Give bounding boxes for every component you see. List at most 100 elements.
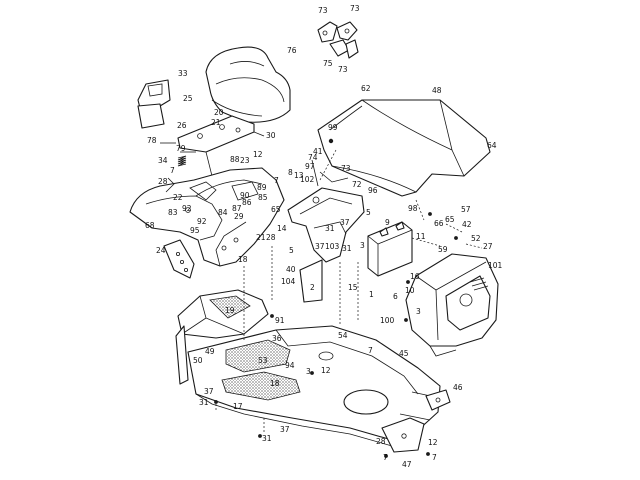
- part-callout: 40: [286, 265, 296, 274]
- fasteners: [214, 212, 458, 458]
- part-callout: 21: [256, 233, 266, 242]
- part-callout: 30: [266, 131, 276, 140]
- seat: [205, 46, 291, 123]
- part-callout: 18: [238, 255, 248, 264]
- part-callout: 15: [348, 283, 358, 292]
- part-callout: 17: [233, 402, 243, 411]
- part-callout: 103: [325, 242, 340, 251]
- part-callout: 54: [338, 331, 348, 340]
- part-callout: 9: [385, 218, 390, 227]
- spring: [177, 155, 187, 167]
- part-callout: 7: [432, 453, 437, 462]
- seat-plate: [160, 115, 265, 177]
- front-grille: [405, 253, 499, 357]
- part-callout: 11: [416, 232, 426, 241]
- part-callout: 68: [145, 221, 155, 230]
- part-callout: 20: [214, 108, 224, 117]
- part-callout: 50: [193, 356, 203, 365]
- part-callout: 87: [232, 204, 242, 213]
- part-callout: 24: [156, 246, 166, 255]
- part-callout: 31: [262, 434, 272, 443]
- part-callout: 64: [487, 141, 497, 150]
- part-callout: 1: [369, 290, 374, 299]
- part-callout: 102: [300, 175, 315, 184]
- part-callout: 21: [211, 118, 221, 127]
- part-callout: 29: [234, 212, 244, 221]
- part-callout: 7: [368, 346, 373, 355]
- part-callout: 95: [190, 226, 200, 235]
- part-callout: 2: [310, 283, 315, 292]
- part-callout: 65: [271, 205, 281, 214]
- part-callout: 12: [428, 438, 438, 447]
- part-callout: 48: [432, 86, 442, 95]
- fender-body: [129, 167, 285, 267]
- chassis-frame: [187, 325, 441, 447]
- part-callout: 7: [170, 166, 175, 175]
- part-callout: 76: [287, 46, 297, 55]
- part-callout: 10: [405, 286, 415, 295]
- part-callout: 86: [242, 198, 252, 207]
- part-callout: 41: [313, 147, 323, 156]
- part-callout: 28: [158, 177, 168, 186]
- part-callout: 31: [325, 224, 335, 233]
- part-callout: 22: [173, 193, 183, 202]
- part-callout: 73: [318, 6, 328, 15]
- part-callout: 92: [182, 204, 192, 213]
- part-callout: 101: [488, 261, 503, 270]
- battery-box: [137, 79, 171, 129]
- part-callout: 42: [462, 220, 472, 229]
- part-callout: 65: [445, 215, 455, 224]
- part-callout: 91: [275, 316, 285, 325]
- part-callout: 84: [218, 208, 228, 217]
- part-callout: 3: [416, 307, 421, 316]
- part-callout: 5: [289, 246, 294, 255]
- part-callout: 100: [380, 316, 395, 325]
- rear-box: [175, 289, 269, 385]
- part-callout: 88: [230, 155, 240, 164]
- part-callout: 45: [399, 349, 409, 358]
- part-callout: 66: [434, 219, 444, 228]
- part-callout: 59: [438, 245, 448, 254]
- part-callout: 98: [408, 204, 418, 213]
- part-callout: 52: [471, 234, 481, 243]
- part-callout: 33: [178, 69, 188, 78]
- part-callout: 37: [315, 242, 325, 251]
- part-callout: 28: [266, 233, 276, 242]
- part-callout: 31: [199, 398, 209, 407]
- part-callout: 49: [205, 347, 215, 356]
- part-callout: 62: [361, 84, 371, 93]
- part-callout: 19: [225, 306, 235, 315]
- part-callout: 31: [342, 244, 352, 253]
- part-callout: 96: [368, 186, 378, 195]
- part-callout: 104: [281, 277, 296, 286]
- part-callout: 7: [274, 176, 279, 185]
- front-axle-bracket: [381, 389, 451, 453]
- part-callout: 18: [270, 379, 280, 388]
- part-callout: 37: [340, 218, 350, 227]
- part-callout: 7: [383, 453, 388, 462]
- battery: [367, 221, 413, 277]
- part-callout: 13: [294, 171, 304, 180]
- part-callout: 3: [306, 367, 311, 376]
- rear-hood: [317, 99, 491, 197]
- rear-bracket: [163, 239, 195, 279]
- part-callout: 47: [402, 460, 412, 469]
- part-callout: 26: [177, 121, 187, 130]
- part-callout: 6: [393, 292, 398, 301]
- part-callout: 79: [176, 144, 186, 153]
- part-callout: 36: [272, 334, 282, 343]
- part-callout: 25: [183, 94, 193, 103]
- part-callout: 85: [258, 193, 268, 202]
- part-callout: 75: [323, 59, 333, 68]
- part-callout: 73: [341, 164, 351, 173]
- part-callout: 90: [240, 191, 250, 200]
- part-callout: 57: [461, 205, 471, 214]
- part-callout: 14: [277, 224, 287, 233]
- part-callout: 83: [168, 208, 178, 217]
- part-callout: 5: [366, 208, 371, 217]
- part-callout: 23: [240, 156, 250, 165]
- part-callout: 12: [253, 150, 263, 159]
- steering-dash: [287, 159, 365, 303]
